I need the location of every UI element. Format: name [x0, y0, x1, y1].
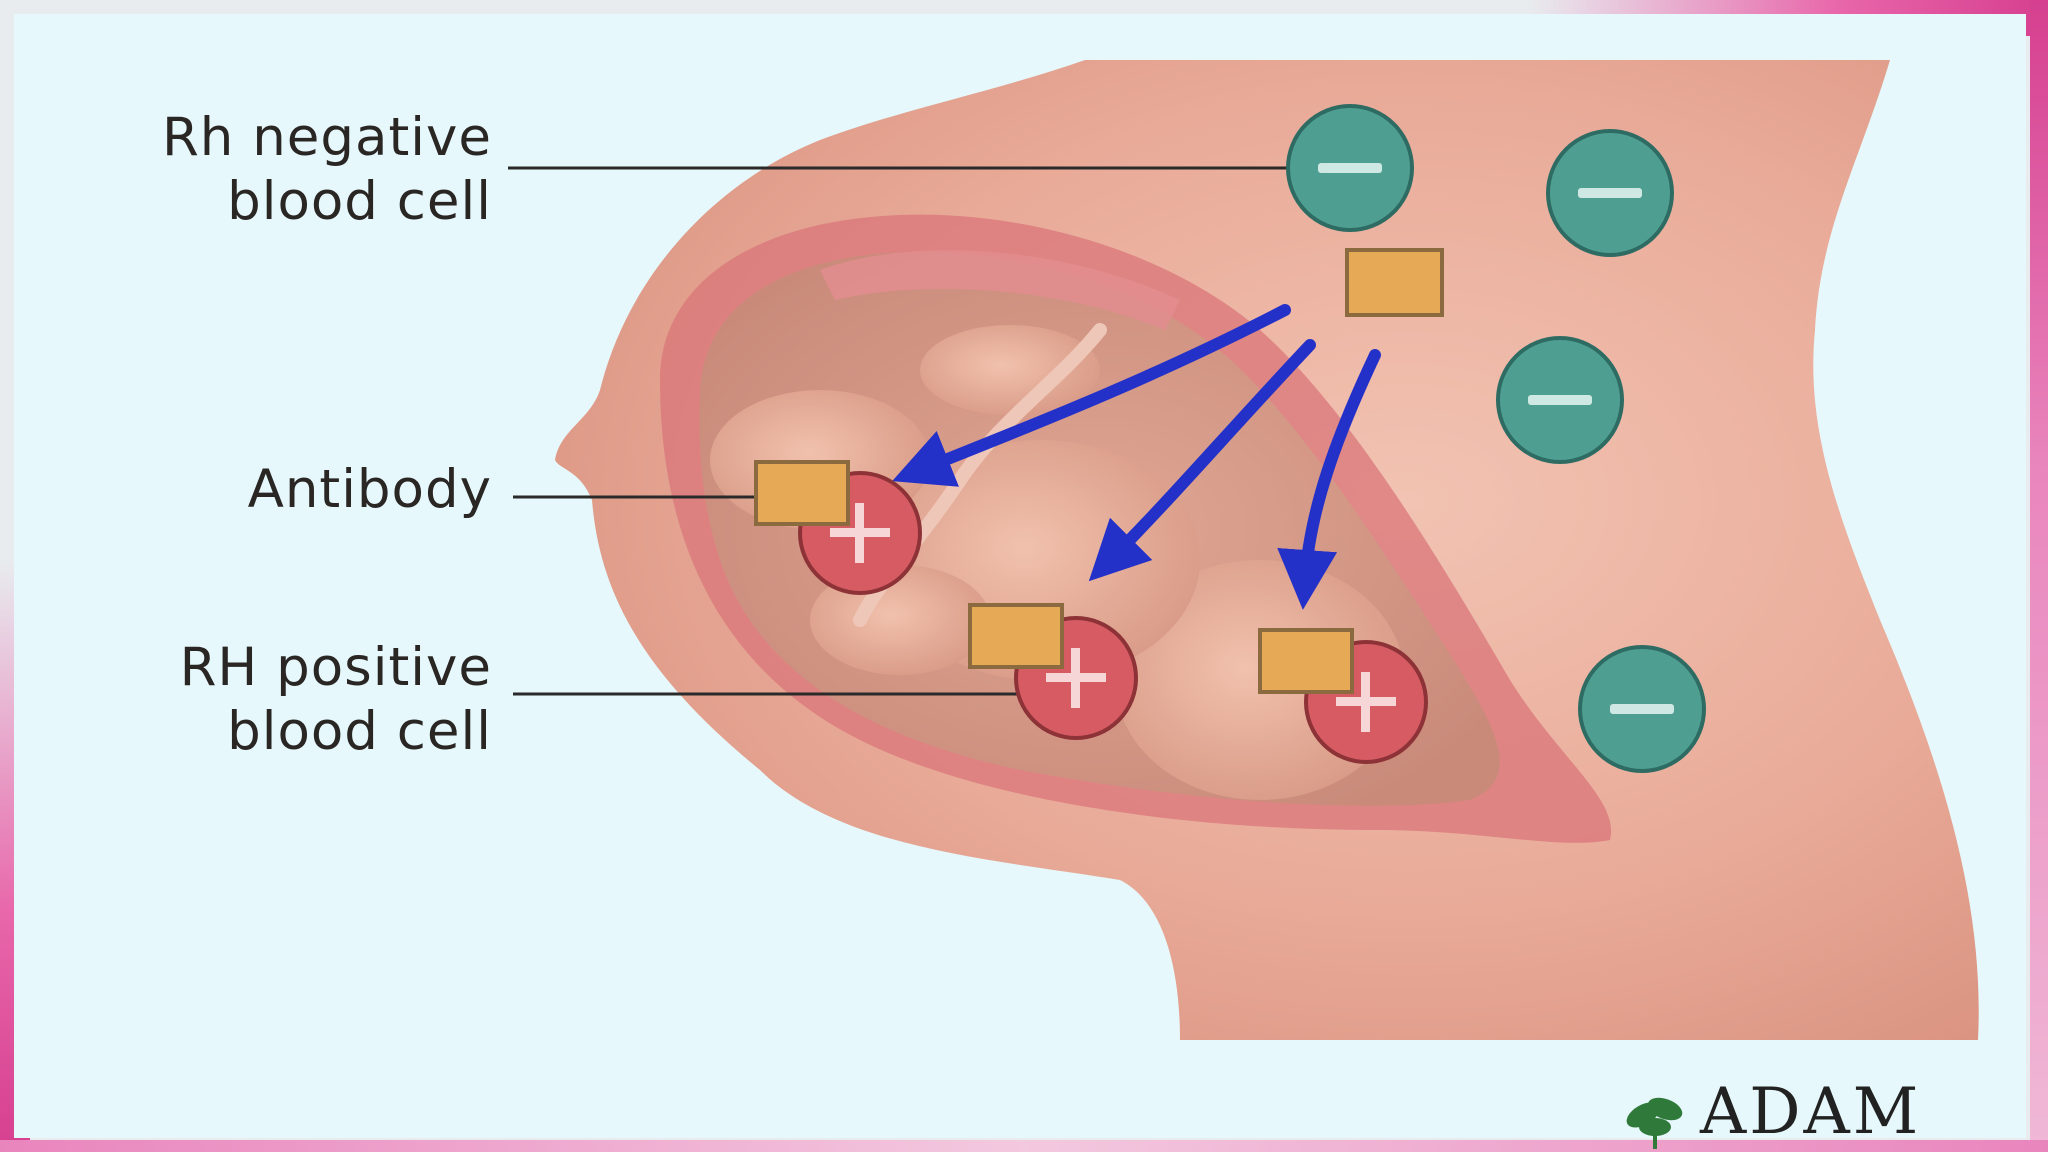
antibody-arrow-1: [892, 304, 1291, 487]
label-rh-negative-blood-cell: Rh negative blood cell: [161, 107, 492, 232]
rh-negative-cell: [1496, 336, 1624, 464]
antibody-square: [754, 460, 850, 526]
antibody-arrow-3: [1277, 349, 1381, 610]
label-antibody: Antibody: [247, 459, 492, 520]
adam-logo-text: ADAM: [1700, 1075, 1922, 1149]
label-rh-positive-blood-cell: RH positive blood cell: [179, 637, 492, 762]
antibody-square: [1258, 628, 1354, 694]
fetus-arm: [920, 325, 1100, 415]
rh-negative-cell: [1286, 104, 1414, 232]
rh-negative-cell: [1578, 645, 1706, 773]
antibody-square: [968, 603, 1064, 669]
adam-logo: ADAM: [1700, 1080, 1921, 1144]
frame-accent-bottom: [0, 1140, 2048, 1152]
antibody-arrow-2: [1088, 339, 1316, 582]
rh-negative-cell: [1546, 129, 1674, 257]
antibody-square: [1345, 248, 1444, 317]
placenta: [820, 250, 1180, 330]
adam-leaf-icon: [1626, 1097, 1683, 1149]
frame-accent-right: [2030, 0, 2048, 1152]
